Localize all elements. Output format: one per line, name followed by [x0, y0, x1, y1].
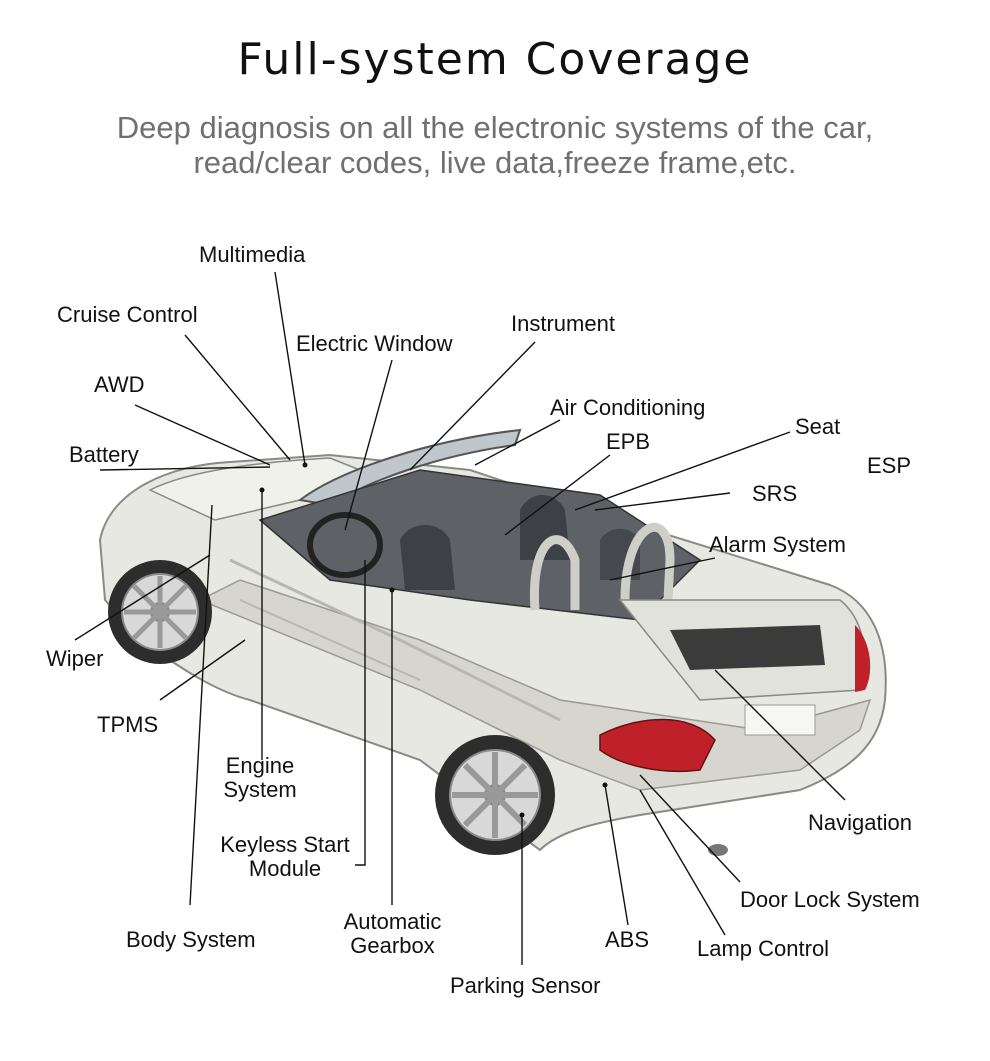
leader-alarm-system	[609, 557, 716, 581]
leader-srs	[594, 492, 731, 511]
leader-door-lock	[639, 774, 741, 883]
leader-instrument	[409, 341, 536, 471]
label-navigation: Navigation	[808, 810, 912, 835]
leader-battery	[99, 466, 271, 471]
leader-multimedia	[274, 271, 306, 466]
label-parking-sensor: Parking Sensor	[450, 973, 601, 998]
label-multimedia: Multimedia	[199, 242, 306, 267]
front-wheel	[108, 560, 212, 664]
leader-air-conditioning	[474, 419, 561, 466]
rear-wheel	[435, 735, 555, 855]
leader-cruise-control	[184, 334, 291, 461]
leader-seat	[574, 431, 791, 511]
label-air-conditioning: Air Conditioning	[550, 395, 706, 420]
car-illustration	[98, 428, 887, 856]
leader-awd	[134, 404, 271, 466]
label-automatic-line-2: Gearbox	[350, 933, 435, 958]
leader-epb	[504, 454, 611, 536]
label-automatic-line-1: Automatic	[343, 909, 442, 934]
label-electric-window: Electric Window	[296, 331, 453, 356]
label-keyless-line-1: Keyless Start	[220, 832, 350, 857]
label-alarm-system: Alarm System	[709, 532, 846, 557]
leader-navigation	[714, 669, 846, 801]
leader-electric-window	[344, 359, 393, 531]
label-keyless-start-module: Keyless Start Module	[205, 833, 365, 881]
label-instrument: Instrument	[511, 311, 615, 336]
leader-keyless-start	[355, 560, 366, 866]
label-srs: SRS	[752, 481, 798, 506]
label-engine-system: Engine System	[205, 754, 315, 802]
label-tpms: TPMS	[97, 712, 159, 737]
label-cruise-control: Cruise Control	[57, 302, 198, 327]
subtitle-line-2: read/clear codes, live data,freeze frame…	[193, 145, 797, 180]
leader-dots	[259, 462, 608, 818]
label-engine-system-line-1: Engine	[225, 753, 295, 778]
label-keyless-line-2: Module	[248, 856, 322, 881]
leader-body-system	[189, 504, 213, 906]
label-awd: AWD	[94, 372, 145, 397]
subtitle-line-1: Deep diagnosis on all the electronic sys…	[116, 110, 874, 145]
leader-lamp-control	[639, 789, 726, 936]
label-lamp-control: Lamp Control	[697, 936, 830, 961]
label-battery: Battery	[69, 442, 139, 467]
label-epb: EPB	[606, 429, 651, 454]
page-title: Full-system Coverage	[237, 34, 753, 85]
leader-wiper	[74, 554, 211, 641]
label-seat: Seat	[795, 414, 841, 439]
label-esp: ESP	[867, 453, 912, 478]
label-engine-system-line-2: System	[223, 777, 297, 802]
label-automatic-gearbox: Automatic Gearbox	[330, 910, 455, 958]
label-door-lock-system: Door Lock System	[740, 887, 920, 912]
label-abs: ABS	[605, 927, 650, 952]
label-wiper: Wiper	[46, 646, 104, 671]
label-body-system: Body System	[126, 927, 256, 952]
leader-abs	[604, 784, 629, 926]
leader-lines	[74, 271, 846, 965]
